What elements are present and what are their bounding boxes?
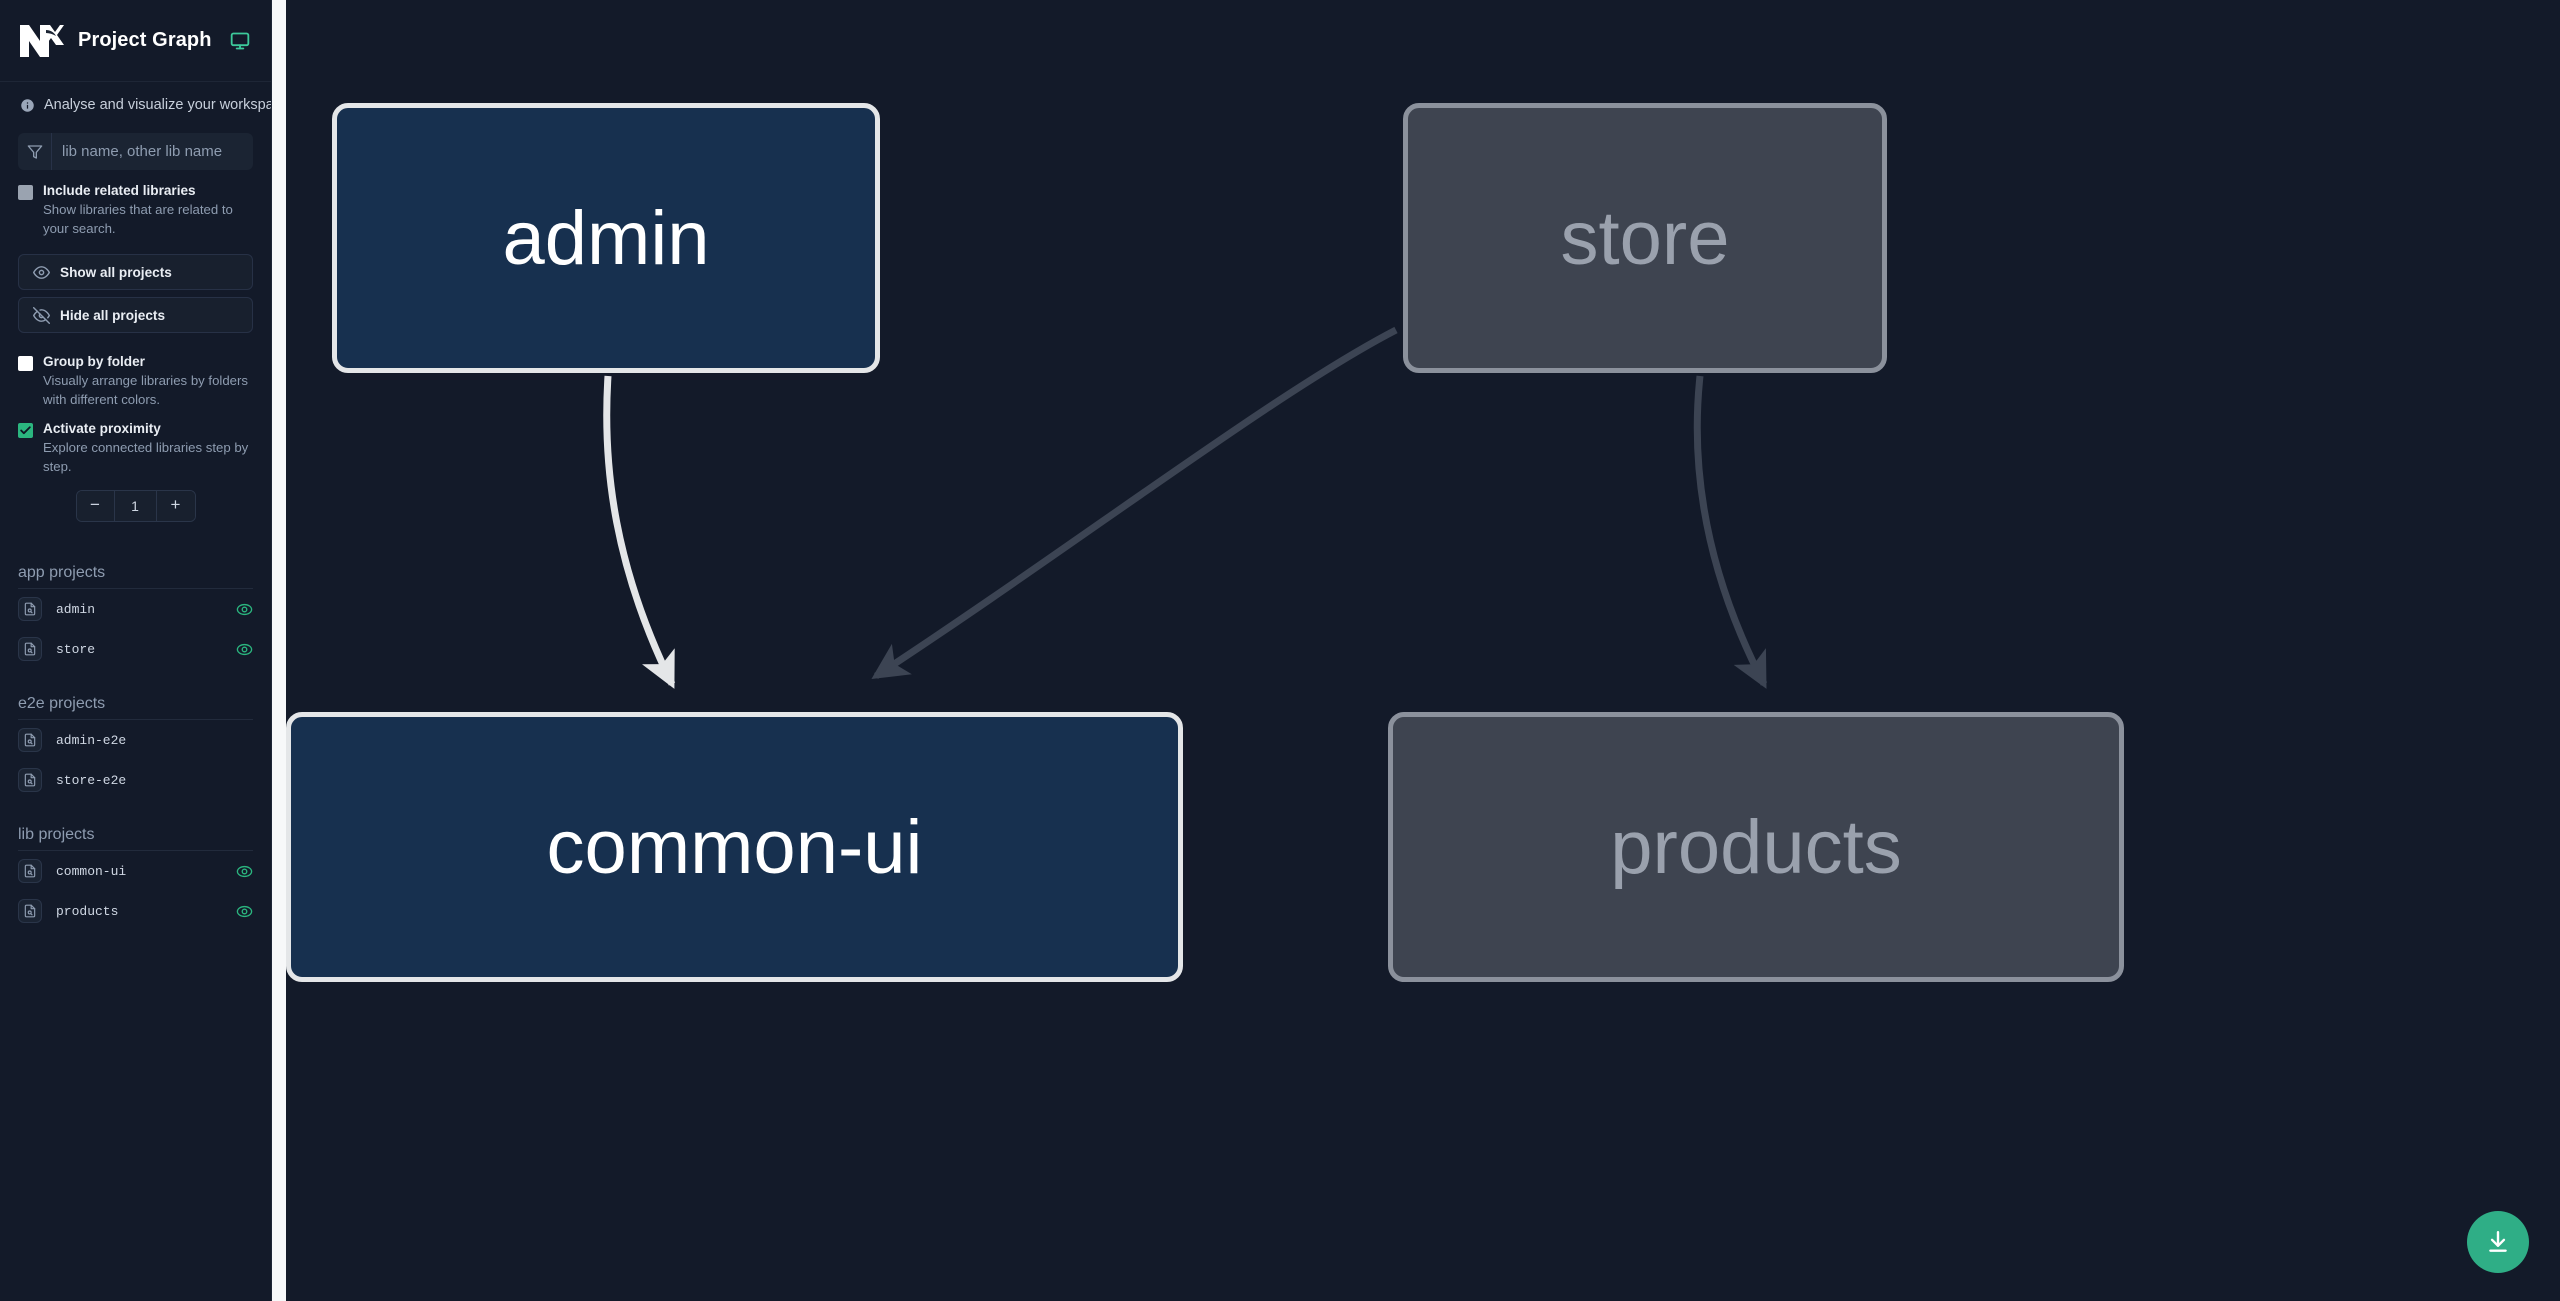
- info-icon: [20, 98, 35, 113]
- option-title: Group by folder: [43, 354, 145, 370]
- project-name: admin-e2e: [56, 732, 127, 748]
- project-row-admin[interactable]: admin: [18, 589, 253, 629]
- project-name: admin: [56, 601, 96, 617]
- include-related-libraries-checkbox[interactable]: [18, 185, 33, 200]
- tagline-row: Analyse and visualize your workspace.: [0, 82, 271, 123]
- group-heading: app projects: [18, 564, 253, 590]
- project-row-store[interactable]: store: [18, 629, 253, 669]
- file-search-icon: [18, 899, 42, 924]
- project-row-store-e2e[interactable]: store-e2e: [18, 760, 253, 800]
- file-search-icon: [18, 859, 42, 884]
- sidebar-header: Project Graph: [0, 0, 271, 82]
- download-icon: [2489, 1231, 2507, 1252]
- monitor-icon[interactable]: [230, 31, 250, 51]
- project-name: common-ui: [56, 863, 127, 879]
- eye-off-icon: [33, 306, 51, 324]
- edge-store-to-common-ui: [871, 326, 1398, 679]
- file-search-icon: [18, 728, 42, 753]
- hide-all-projects-button[interactable]: Hide all projects: [18, 297, 253, 334]
- file-search-icon: [18, 637, 42, 662]
- graph-node-products[interactable]: products: [1388, 712, 2124, 982]
- option-title: Activate proximity: [43, 420, 161, 436]
- funnel-icon: [18, 133, 52, 170]
- option-description: Show libraries that are related to your …: [43, 202, 233, 236]
- download-image-button[interactable]: [2467, 1211, 2529, 1273]
- graph-node-label: products: [1610, 804, 1902, 890]
- nx-logo-icon: [18, 21, 64, 61]
- graph-node-label: store: [1560, 195, 1730, 281]
- project-row-admin-e2e[interactable]: admin-e2e: [18, 720, 253, 760]
- eye-circle-icon[interactable]: [236, 903, 253, 920]
- graph-edges: [603, 326, 1768, 689]
- project-name: store: [56, 641, 96, 657]
- sidebar-scrollbar[interactable]: [272, 0, 286, 1301]
- eye-circle-icon[interactable]: [236, 863, 253, 880]
- option-title: Include related libraries: [43, 183, 196, 198]
- bulk-visibility-buttons: Show all projects Hide all projects: [0, 238, 271, 334]
- edge-admin-to-common-ui: [603, 375, 676, 689]
- hide-all-projects-label: Hide all projects: [60, 307, 166, 323]
- file-search-icon: [18, 597, 42, 622]
- activate-proximity-checkbox[interactable]: [18, 422, 33, 438]
- group-heading: e2e projects: [18, 695, 253, 721]
- proximity-increment-button[interactable]: +: [156, 491, 195, 522]
- graph-node-admin[interactable]: admin: [332, 103, 880, 373]
- proximity-stepper: − 1 +: [0, 490, 271, 523]
- show-all-projects-button[interactable]: Show all projects: [18, 254, 253, 291]
- sidebar: Project Graph Analyse and visualize your…: [0, 0, 272, 1301]
- search-box[interactable]: [18, 133, 253, 170]
- eye-placeholder: [236, 732, 253, 749]
- project-name: products: [56, 903, 119, 919]
- graph-node-common-ui[interactable]: common-ui: [286, 712, 1183, 982]
- graph-canvas[interactable]: admin store common-ui products: [286, 0, 2560, 1301]
- edge-store-to-products: [1693, 375, 1768, 689]
- group-by-folder-checkbox[interactable]: [18, 356, 33, 372]
- search-input[interactable]: [52, 133, 253, 170]
- group-heading: lib projects: [18, 826, 253, 852]
- option-group-by-folder[interactable]: Group by folder Visually arrange librari…: [0, 333, 271, 409]
- option-description: Visually arrange libraries by folders wi…: [43, 373, 248, 408]
- project-row-products[interactable]: products: [18, 891, 253, 931]
- proximity-value: 1: [114, 491, 157, 522]
- project-name: store-e2e: [56, 772, 127, 788]
- graph-node-store[interactable]: store: [1403, 103, 1887, 373]
- group-app-projects: app projects admin: [0, 564, 271, 669]
- group-e2e-projects: e2e projects admin-e2e: [0, 695, 271, 800]
- option-include-related-libraries[interactable]: Include related libraries Show libraries…: [0, 170, 271, 238]
- file-search-icon: [18, 768, 42, 793]
- eye-circle-icon[interactable]: [236, 601, 253, 618]
- page-title: Project Graph: [78, 29, 212, 51]
- show-all-projects-label: Show all projects: [60, 264, 172, 280]
- eye-placeholder: [236, 772, 253, 789]
- proximity-decrement-button[interactable]: −: [76, 491, 115, 522]
- project-row-common-ui[interactable]: common-ui: [18, 851, 253, 891]
- option-description: Explore connected libraries step by step…: [43, 439, 249, 474]
- graph-node-label: admin: [502, 195, 710, 281]
- eye-circle-icon[interactable]: [236, 641, 253, 658]
- graph-node-label: common-ui: [546, 804, 923, 890]
- group-lib-projects: lib projects common-ui: [0, 826, 271, 931]
- tagline-text: Analyse and visualize your workspace.: [44, 97, 272, 113]
- eye-icon: [33, 264, 51, 281]
- option-activate-proximity[interactable]: Activate proximity Explore connected lib…: [0, 410, 271, 476]
